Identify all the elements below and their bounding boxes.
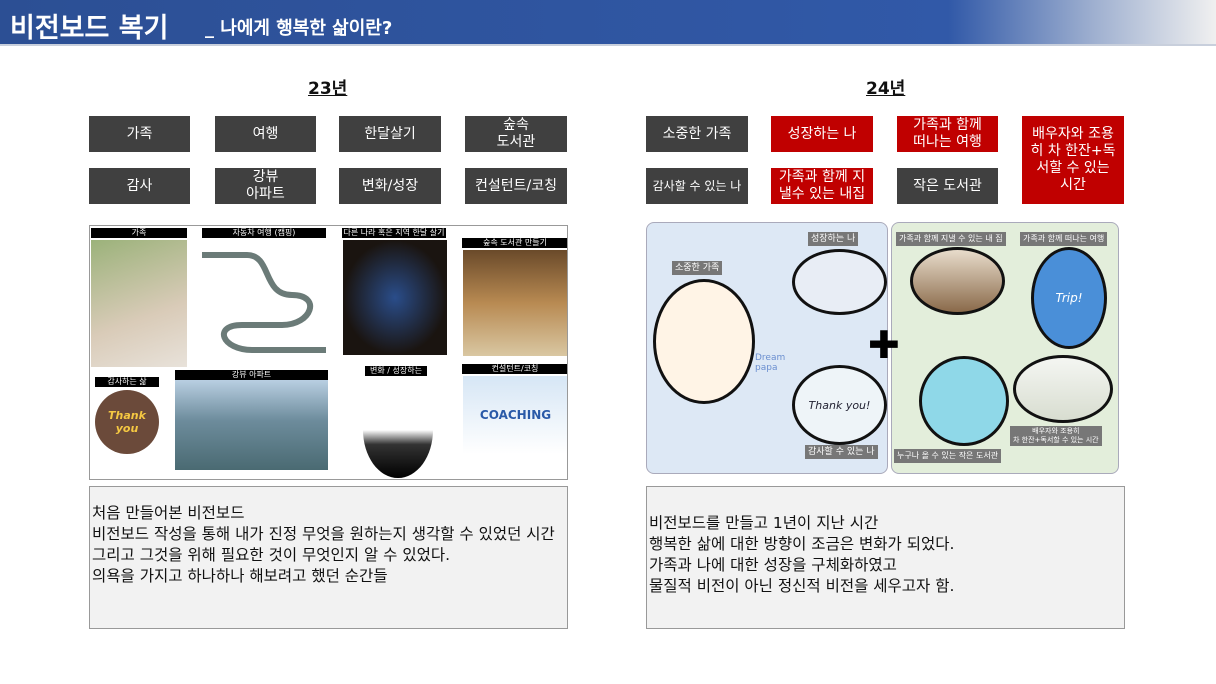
growth-illustration — [792, 249, 887, 315]
home-photo — [910, 247, 1005, 315]
vision-board-24-future: 가족과 함께 지낼 수 있는 내 집 가족과 함께 떠나는 여행 Trip! 배… — [891, 222, 1119, 474]
keyword-box: 컨설턴트/코칭 — [465, 168, 567, 204]
small-library-illustration — [919, 356, 1009, 446]
text-line: 처음 만들어본 비전보드 — [92, 504, 245, 522]
plus-icon: ✚ — [868, 323, 900, 367]
vision-board-24-current: 소중한 가족 성장하는 나 Dream papa Thank you! 감사할 … — [646, 222, 888, 474]
text-line: 가족과 나에 대한 성장을 구체화하였고 — [649, 556, 897, 574]
reflection-text-24: 비전보드를 만들고 1년이 지난 시간 행복한 삶에 대한 방향이 조금은 변화… — [646, 486, 1125, 629]
dream-papa-character: Dream papa — [755, 353, 786, 373]
image-caption: 감사할 수 있는 나 — [805, 445, 878, 459]
thank-you-oval: Thank you! — [792, 365, 887, 445]
slide-title: 비전보드 복기 — [10, 13, 169, 44]
keyword-box-highlight: 성장하는 나 — [771, 116, 873, 152]
keyword-box: 소중한 가족 — [646, 116, 748, 152]
text-line: 물질적 비전이 아닌 정신적 비전을 세우고자 함. — [649, 577, 955, 595]
travel-photo — [343, 240, 447, 355]
river-apartment-photo — [175, 380, 328, 470]
image-caption: 성장하는 나 — [808, 232, 859, 246]
road-trip-illustration — [202, 252, 326, 353]
trip-illustration: Trip! — [1031, 247, 1107, 349]
growth-image — [363, 382, 433, 478]
text-line: 의욕을 가지고 하나하나 해보려고 했던 순간들 — [92, 567, 388, 585]
keyword-box-highlight: 가족과 함께 떠나는 여행 — [897, 116, 998, 152]
image-caption: 가족과 함께 떠나는 여행 — [1020, 232, 1108, 246]
text-line: 비전보드 작성을 통해 내가 진정 무엇을 원하는지 생각할 수 있었던 시간 — [92, 525, 555, 543]
image-caption: 자동차 여행 (캠핑) — [202, 228, 326, 238]
keyword-box: 감사 — [89, 168, 190, 204]
image-caption: 소중한 가족 — [672, 261, 723, 275]
image-caption: 변화 / 성장하는 — [365, 366, 427, 376]
reflection-text-23: 처음 만들어본 비전보드 비전보드 작성을 통해 내가 진정 무엇을 원하는지 … — [89, 486, 568, 629]
image-caption: 컨설턴트/코칭 — [462, 364, 567, 374]
year-23-heading: 23년 — [308, 79, 348, 99]
library-photo — [463, 250, 567, 356]
text-line: 비전보드를 만들고 1년이 지난 시간 — [649, 514, 879, 532]
keyword-box: 한달살기 — [339, 116, 441, 152]
image-caption: 감사하는 삶 — [95, 377, 159, 387]
family-illustration — [653, 279, 755, 404]
image-caption: 누구나 올 수 있는 작은 도서관 — [894, 449, 1002, 463]
slide-header: 비전보드 복기 _ 나에게 행복한 삶이란? — [0, 0, 1216, 46]
image-caption: 배우자와 조용히 차 한잔+독서할 수 있는 시간 — [1010, 426, 1102, 446]
keyword-box: 작은 도서관 — [897, 168, 998, 204]
keyword-box-highlight: 배우자와 조용 히 차 한잔+독 서할 수 있는 시간 — [1022, 116, 1124, 204]
keyword-box: 변화/성장 — [339, 168, 441, 204]
text-line: 행복한 삶에 대한 방향이 조금은 변화가 되었다. — [649, 535, 955, 553]
slide-subtitle: _ 나에게 행복한 삶이란? — [205, 18, 393, 39]
image-caption: 다른 나라 혹은 지역 한달 살기 — [342, 228, 446, 238]
year-24-heading: 24년 — [866, 79, 906, 99]
keyword-box: 가족 — [89, 116, 190, 152]
image-caption: 가족 — [91, 228, 187, 238]
family-photo — [91, 240, 187, 367]
thank-you-image: Thank you — [95, 390, 159, 454]
keyword-box: 여행 — [215, 116, 316, 152]
keyword-box: 강뷰 아파트 — [215, 168, 316, 204]
keyword-box-highlight: 가족과 함께 지 낼수 있는 내집 — [771, 168, 873, 204]
image-caption: 숲속 도서관 만들기 — [462, 238, 567, 248]
image-caption: 가족과 함께 지낼 수 있는 내 집 — [896, 232, 1006, 246]
text-line: 그리고 그것을 위해 필요한 것이 무엇인지 알 수 있었다. — [92, 546, 451, 564]
keyword-box: 숲속 도서관 — [465, 116, 567, 152]
coaching-image: COACHING — [463, 376, 567, 454]
tea-time-photo — [1013, 355, 1113, 423]
image-caption: 강뷰 아파트 — [175, 370, 328, 380]
keyword-box: 감사할 수 있는 나 — [646, 168, 748, 204]
vision-board-23: 가족 자동차 여행 (캠핑) 다른 나라 혹은 지역 한달 살기 숲속 도서관 … — [89, 225, 568, 480]
